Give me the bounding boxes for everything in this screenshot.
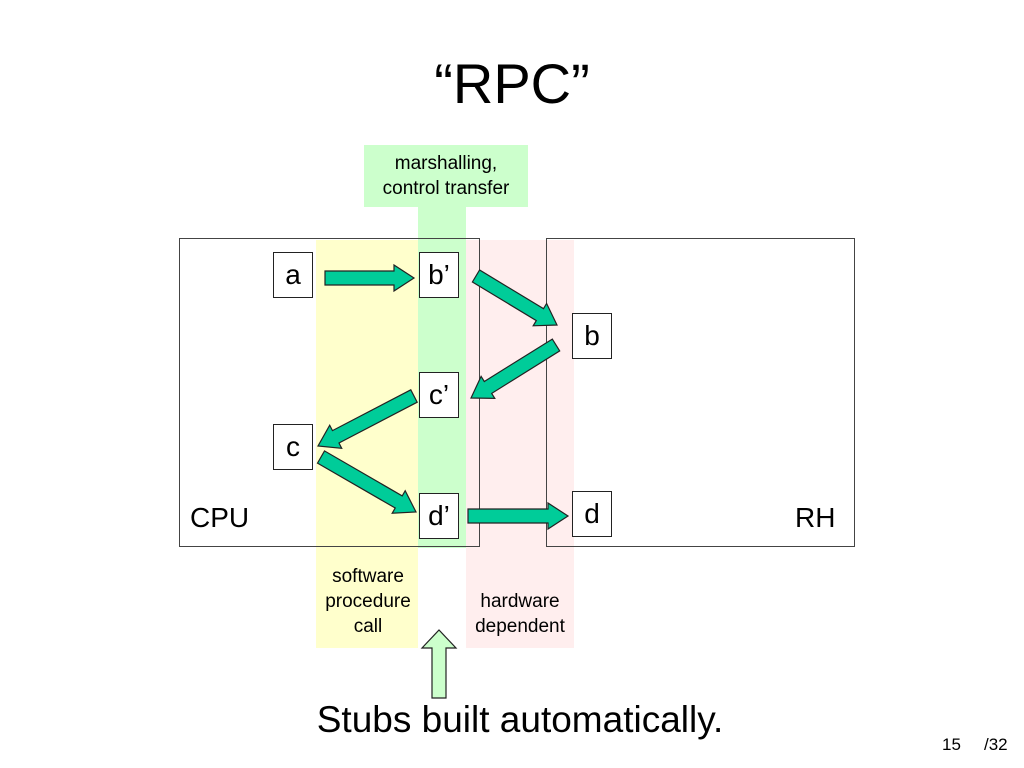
hardware-label: hardware dependent [475, 591, 565, 637]
node-b-prime: b’ [419, 252, 459, 298]
stubs-hollow-arrow [420, 629, 458, 699]
node-b: b [572, 313, 612, 359]
slide-title: “RPC” [434, 52, 590, 115]
page-number: 15 [942, 735, 961, 754]
arrow-dprime-to-d [467, 501, 570, 531]
node-a: a [273, 252, 313, 298]
marshalling-label: marshalling, control transfer [382, 153, 510, 199]
arrow-c-to-dprime [316, 450, 417, 514]
arrow-b-to-cprime [470, 338, 561, 400]
node-c-prime: c’ [419, 372, 459, 418]
software-label: software procedure call [325, 566, 411, 637]
rh-label: RH [795, 502, 836, 533]
node-d-prime: d’ [419, 493, 459, 539]
node-c: c [273, 424, 313, 470]
page-total: /32 [984, 735, 1008, 754]
node-d: d [572, 491, 612, 537]
arrow-a-to-bprime [324, 263, 416, 293]
arrow-bprime-to-b [471, 269, 558, 327]
marshalling-label-box [364, 145, 528, 207]
cpu-label: CPU [190, 502, 250, 533]
caption: Stubs built automatically. [316, 699, 724, 740]
rh-region [546, 238, 855, 547]
arrow-cprime-to-c [317, 388, 419, 450]
